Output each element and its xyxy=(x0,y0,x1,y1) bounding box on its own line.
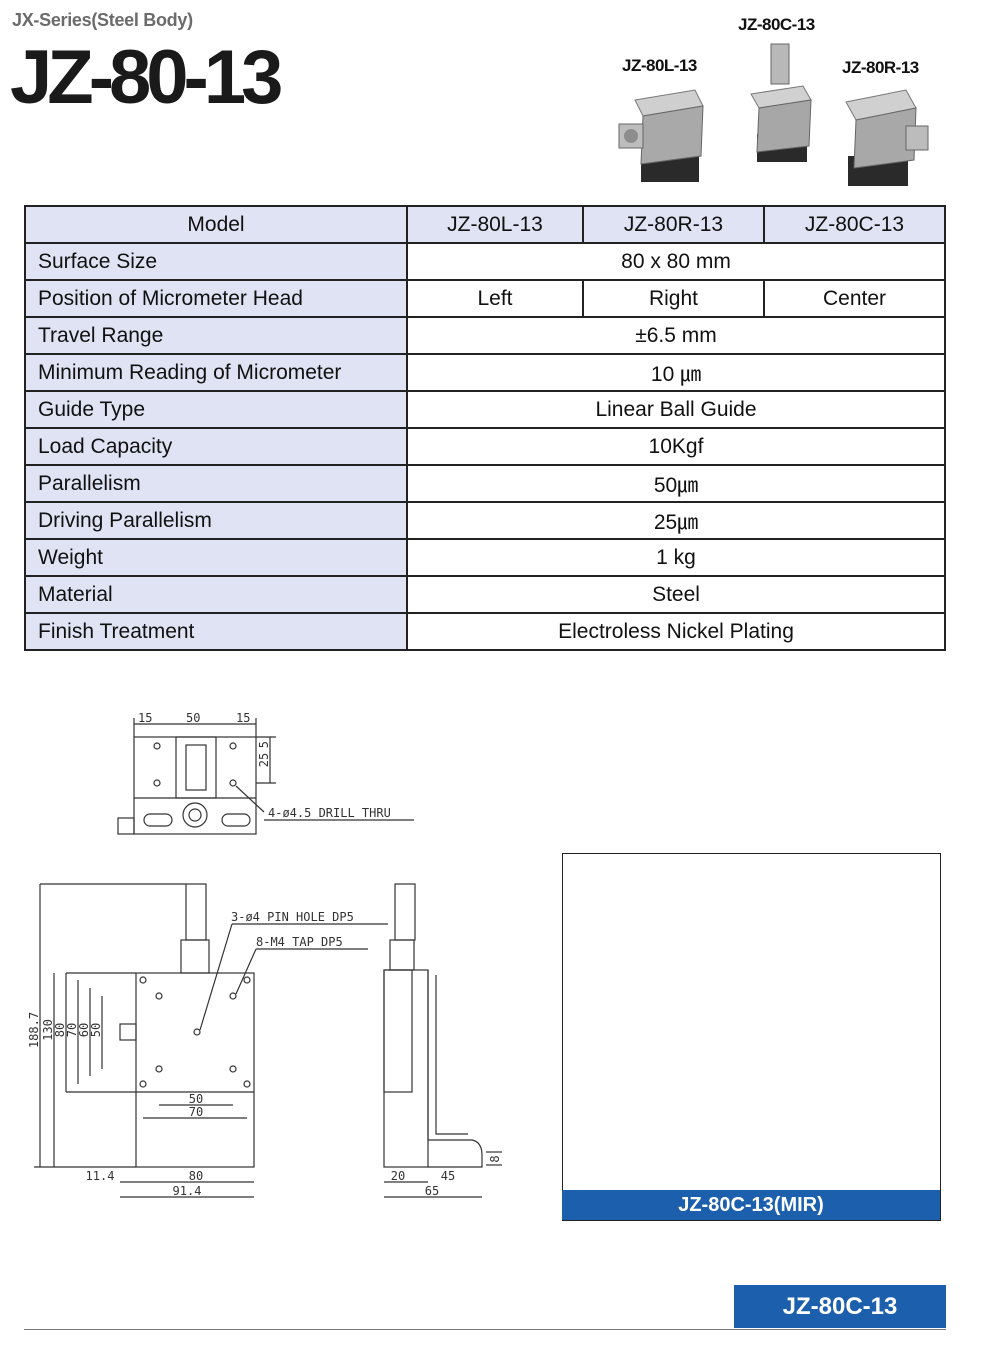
dim-80: 80 xyxy=(53,1023,67,1037)
table-row: Weight 1 kg xyxy=(24,538,946,577)
dim-130: 130 xyxy=(41,1019,55,1041)
row-label: Driving Parallelism xyxy=(24,501,408,540)
row-label: Finish Treatment xyxy=(24,612,408,651)
tap-note: 8-M4 TAP DP5 xyxy=(256,935,343,949)
drill-note: 4-ø4.5 DRILL THRU xyxy=(268,806,391,820)
dim-50: 50 xyxy=(89,1023,103,1037)
dim-top-15b: 15 xyxy=(236,711,250,725)
table-row: Minimum Reading of Micrometer 10 ㎛ xyxy=(24,353,946,392)
footer-model-tag: JZ-80C-13 xyxy=(734,1285,946,1328)
top-view-outline xyxy=(133,736,257,835)
product-photo-center xyxy=(750,43,812,162)
table-row: Material Steel xyxy=(24,575,946,614)
row-value-center: Center xyxy=(762,279,947,318)
row-value: Linear Ball Guide xyxy=(406,390,946,429)
dim-188-7: 188.7 xyxy=(27,1012,41,1048)
product-photo-left xyxy=(618,89,704,182)
dim-side-20: 20 xyxy=(391,1169,405,1183)
footer-divider xyxy=(24,1329,946,1330)
dim-top-15a: 15 xyxy=(138,711,152,725)
row-label: Parallelism xyxy=(24,464,408,503)
table-row: Parallelism 50㎛ xyxy=(24,464,946,503)
header-model: Model xyxy=(24,205,408,244)
row-label: Weight xyxy=(24,538,408,577)
model-title: JZ-80-13 xyxy=(10,35,283,120)
dim-91-4: 91.4 xyxy=(173,1184,202,1198)
header-model-r: JZ-80R-13 xyxy=(581,205,765,244)
dim-inner-70: 70 xyxy=(189,1105,203,1119)
row-value: Electroless Nickel Plating xyxy=(406,612,946,651)
spec-table: Model JZ-80L-13 JZ-80R-13 JZ-80C-13 Surf… xyxy=(24,205,947,651)
dim-side-65: 65 xyxy=(425,1184,439,1198)
dim-70: 70 xyxy=(65,1023,79,1037)
header-model-c: JZ-80C-13 xyxy=(762,205,947,244)
dim-60: 60 xyxy=(77,1023,91,1037)
table-header-row: Model JZ-80L-13 JZ-80R-13 JZ-80C-13 xyxy=(24,205,947,244)
dim-inner-50: 50 xyxy=(189,1092,203,1106)
mir-label: JZ-80C-13(MIR) xyxy=(562,1190,940,1220)
product-label-center: JZ-80C-13 xyxy=(738,15,815,34)
table-row: Finish Treatment Electroless Nickel Plat… xyxy=(24,612,946,651)
row-value-right: Right xyxy=(581,279,765,318)
row-value: 25㎛ xyxy=(406,501,946,540)
table-row: Driving Parallelism 25㎛ xyxy=(24,501,946,540)
row-label: Guide Type xyxy=(24,390,408,429)
dim-top-50: 50 xyxy=(186,711,200,725)
row-label: Travel Range xyxy=(24,316,408,355)
dim-side-25: 25 xyxy=(257,753,271,767)
dim-side-45: 45 xyxy=(441,1169,455,1183)
row-value: 1 kg xyxy=(406,538,946,577)
dim-11-4: 11.4 xyxy=(86,1169,115,1183)
mir-drawing-frame xyxy=(562,853,941,1221)
row-value: Steel xyxy=(406,575,946,614)
row-value: 10Kgf xyxy=(406,427,946,466)
table-row: Travel Range ±6.5 mm xyxy=(24,316,946,355)
pin-note: 3-ø4 PIN HOLE DP5 xyxy=(231,910,354,924)
row-label: Material xyxy=(24,575,408,614)
row-label: Minimum Reading of Micrometer xyxy=(24,353,408,392)
product-label-right: JZ-80R-13 xyxy=(842,58,919,77)
row-value: 10 ㎛ xyxy=(406,353,946,392)
row-value: 80 x 80 mm xyxy=(406,242,946,281)
series-title: JX-Series(Steel Body) xyxy=(12,10,193,30)
dim-bottom-80: 80 xyxy=(189,1169,203,1183)
row-label: Load Capacity xyxy=(24,427,408,466)
product-label-left: JZ-80L-13 xyxy=(622,56,697,75)
table-row: Guide Type Linear Ball Guide xyxy=(24,390,946,429)
row-value: 50㎛ xyxy=(406,464,946,503)
table-row: Position of Micrometer Head Left Right C… xyxy=(24,279,947,318)
front-view-outline xyxy=(135,972,255,1168)
row-label: Surface Size xyxy=(24,242,408,281)
product-photo-right xyxy=(845,89,929,186)
dim-side-5: 5 xyxy=(257,741,271,748)
row-value-left: Left xyxy=(406,279,584,318)
dim-side-8: 8 xyxy=(488,1155,502,1162)
table-row: Load Capacity 10Kgf xyxy=(24,427,946,466)
table-row: Surface Size 80 x 80 mm xyxy=(24,242,946,281)
header-model-l: JZ-80L-13 xyxy=(406,205,584,244)
row-label: Position of Micrometer Head xyxy=(24,279,408,318)
row-value: ±6.5 mm xyxy=(406,316,946,355)
